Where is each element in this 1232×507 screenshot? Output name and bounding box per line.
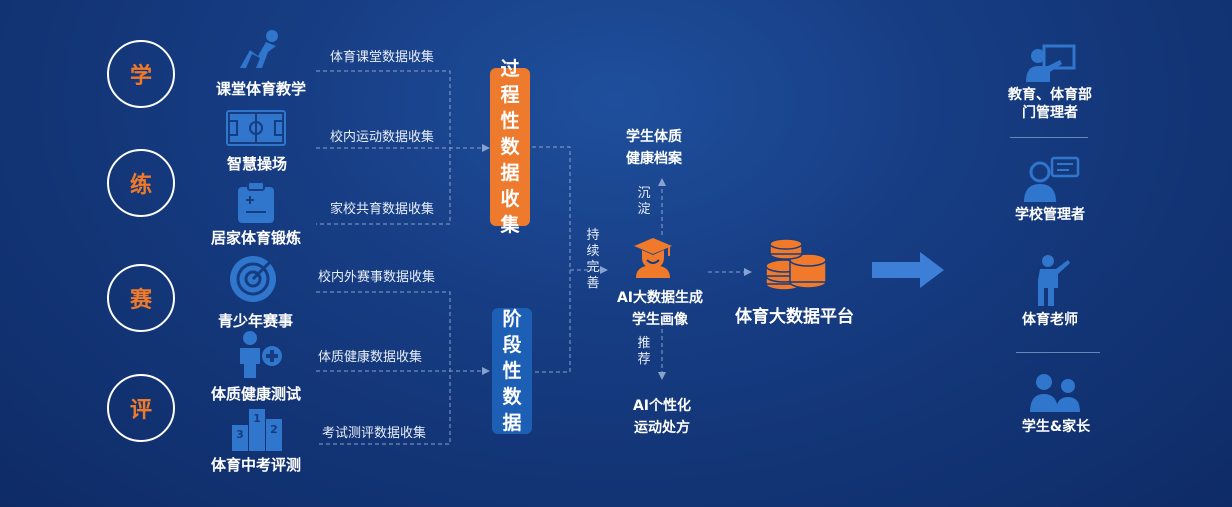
clipboard-icon xyxy=(238,182,274,223)
box-char: 据 xyxy=(502,412,522,434)
char: 荐 xyxy=(637,352,651,367)
portrait-label: AI大数据生成 学生画像 xyxy=(604,287,716,331)
box-char: 据 xyxy=(500,162,520,184)
stage-circle-compete: 赛 xyxy=(107,264,175,332)
collection-label: 校内运动数据收集 xyxy=(330,130,435,145)
box-char: 性 xyxy=(502,360,522,382)
line: 门管理者 xyxy=(1022,105,1078,121)
big-right-arrow-icon xyxy=(872,252,944,288)
role-label: 教育、体育部 门管理者 xyxy=(1000,86,1100,122)
process-data-box: 过 程 性 数 据 收 集 xyxy=(490,58,530,236)
box-char: 数 xyxy=(500,136,520,158)
line: 学校管理者 xyxy=(1015,207,1085,223)
collection-label: 体质健康数据收集 xyxy=(318,350,423,365)
divider xyxy=(1016,352,1100,353)
collection-label: 考试测评数据收集 xyxy=(322,426,427,441)
source-label: 体育中考评测 xyxy=(211,456,302,474)
person-plus-icon xyxy=(240,331,282,378)
collection-label: 家校共育数据收集 xyxy=(330,202,435,217)
char: 续 xyxy=(586,244,600,259)
box-char: 段 xyxy=(502,334,522,356)
platform-label: 体育大数据平台 xyxy=(735,307,854,327)
line: 健康档案 xyxy=(626,151,682,167)
source-label: 智慧操场 xyxy=(227,155,288,173)
database-coins-icon xyxy=(765,238,827,291)
collection-label: 校内外赛事数据收集 xyxy=(318,270,436,285)
stretching-person-icon xyxy=(240,30,278,68)
target-icon xyxy=(230,255,277,302)
continuous-improve-label: 持 续 完 善 xyxy=(585,228,601,292)
divider xyxy=(1010,137,1088,138)
stage-circle-learn: 学 xyxy=(107,40,175,108)
stage-circle-evaluate: 评 xyxy=(107,374,175,442)
char: 完 xyxy=(586,260,600,275)
char: 淀 xyxy=(637,202,651,217)
char: 推 xyxy=(637,336,651,351)
source-label: 居家体育锻炼 xyxy=(211,229,302,247)
char: 沉 xyxy=(637,186,651,201)
football-field-icon xyxy=(226,110,286,146)
role-label: 学校管理者 xyxy=(1000,206,1100,224)
graduate-student-icon xyxy=(634,238,672,278)
source-label: 体质健康测试 xyxy=(211,385,302,403)
line: 学生&家长 xyxy=(1021,419,1091,435)
teacher-icon xyxy=(1038,255,1070,306)
stage-data-box: 阶 段 性 数 据 xyxy=(492,308,532,434)
stage-label: 评 xyxy=(129,398,152,423)
line: 学生画像 xyxy=(632,312,688,328)
student-parent-icon xyxy=(1030,374,1080,412)
line: 教育、体育部 xyxy=(1008,87,1092,103)
box-char: 集 xyxy=(500,214,520,236)
health-record-label: 学生体质 健康档案 xyxy=(612,126,696,170)
box-char: 阶 xyxy=(502,308,522,330)
box-char: 过 xyxy=(500,58,520,80)
collection-label: 体育课堂数据收集 xyxy=(330,50,435,65)
char: 善 xyxy=(586,276,600,291)
svg-text:3: 3 xyxy=(236,428,244,441)
svg-text:1: 1 xyxy=(253,412,261,425)
stage-label: 赛 xyxy=(129,288,152,313)
source-label: 课堂体育教学 xyxy=(216,80,307,98)
line: 体育老师 xyxy=(1022,312,1078,328)
role-label: 体育老师 xyxy=(1000,311,1100,329)
box-char: 性 xyxy=(500,110,520,132)
source-label: 青少年赛事 xyxy=(218,312,294,330)
box-char: 数 xyxy=(502,386,522,408)
stage-label: 练 xyxy=(129,173,152,198)
podium-icon: 1 3 2 xyxy=(232,409,282,451)
line: 运动处方 xyxy=(634,420,690,436)
line: AI大数据生成 xyxy=(616,290,704,306)
char: 持 xyxy=(586,228,600,243)
recommend-label: 推 荐 xyxy=(636,336,652,368)
line: AI个性化 xyxy=(632,398,692,414)
prescription-label: AI个性化 运动处方 xyxy=(620,395,704,439)
stage-label: 学 xyxy=(129,64,152,89)
manager-icon xyxy=(1024,156,1080,202)
line: 学生体质 xyxy=(626,129,682,145)
role-label: 学生&家长 xyxy=(1000,418,1112,436)
box-char: 收 xyxy=(500,188,520,210)
presenter-icon xyxy=(1026,44,1076,82)
settle-label: 沉 淀 xyxy=(636,186,652,218)
stage-circle-practice: 练 xyxy=(107,149,175,217)
box-char: 程 xyxy=(500,84,520,106)
svg-text:2: 2 xyxy=(270,423,278,436)
